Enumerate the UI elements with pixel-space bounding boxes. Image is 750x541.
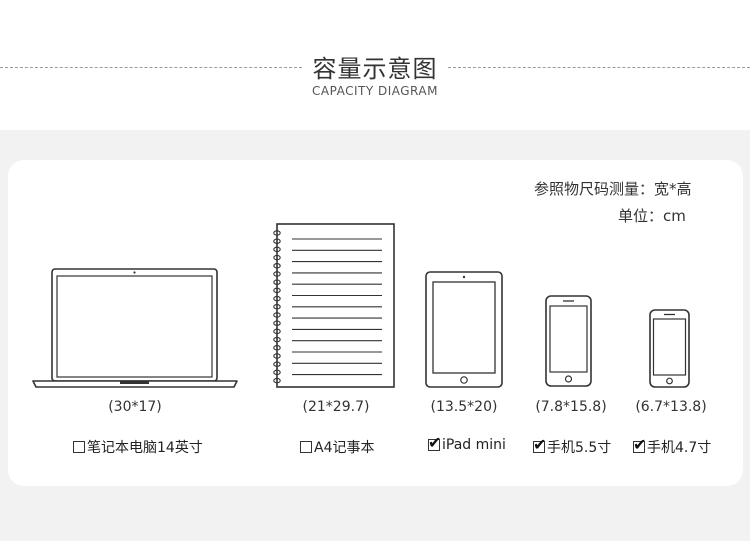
notebook-label: A4记事本	[314, 440, 375, 456]
phone-47-option: ✔ 手机4.7寸	[633, 437, 711, 457]
page-title: 容量示意图	[312, 55, 438, 83]
spiral-ring	[273, 230, 281, 236]
spiral-ring	[273, 238, 281, 244]
tablet-icon	[425, 271, 503, 388]
spiral-ring	[273, 271, 281, 277]
spiral-ring	[273, 320, 281, 326]
phone-icon	[545, 295, 592, 387]
notebook-option: A4记事本	[300, 437, 374, 457]
spiral-ring	[273, 361, 281, 367]
right-dashed-divider	[448, 67, 750, 68]
spiral-ring	[273, 345, 281, 351]
checked-box-icon: ✔	[428, 433, 442, 452]
notebook-dimension: (21*29.7)	[302, 399, 370, 415]
phone-55-dimension: (7.8*15.8)	[535, 399, 607, 415]
header: 容量示意图 CAPACITY DIAGRAM	[0, 0, 750, 130]
checked-box-icon: ✔	[633, 435, 647, 454]
laptop-dimension: (30*17)	[108, 399, 162, 415]
tablet-label: iPad mini	[442, 437, 506, 453]
spiral-ring	[273, 328, 281, 335]
laptop-label: 笔记本电脑14英寸	[87, 440, 203, 456]
measure-note: 参照物尺码测量：宽*高	[534, 180, 692, 198]
phone-icon	[649, 309, 690, 388]
spiral-ring	[273, 287, 281, 294]
spiral-ring	[273, 304, 281, 310]
spiral-ring	[273, 336, 281, 343]
phone-55-label: 手机5.5寸	[547, 440, 612, 456]
tablet-option: ✔ iPad mini	[428, 433, 506, 453]
spiral-ring	[273, 246, 281, 253]
laptop-option: 笔记本电脑14英寸	[73, 437, 203, 457]
spiral-ring	[273, 353, 281, 359]
spiral-ring	[273, 369, 281, 376]
phone-47-label: 手机4.7寸	[647, 440, 712, 456]
unchecked-box-icon	[300, 441, 312, 453]
spiral-ring	[273, 263, 281, 269]
spiral-ring	[273, 295, 281, 302]
spiral-ring	[273, 377, 281, 384]
page-subtitle: CAPACITY DIAGRAM	[312, 84, 438, 98]
checked-box-icon: ✔	[533, 435, 547, 454]
unit-note: 单位：cm	[618, 207, 686, 225]
phone-47-dimension: (6.7*13.8)	[635, 399, 707, 415]
left-dashed-divider	[0, 67, 302, 68]
notebook-icon	[273, 223, 395, 388]
tablet-dimension: (13.5*20)	[430, 399, 498, 415]
spiral-ring	[273, 312, 281, 318]
unchecked-box-icon	[73, 441, 85, 453]
spiral-ring	[273, 279, 281, 285]
spiral-ring	[273, 254, 281, 261]
phone-55-option: ✔ 手机5.5寸	[533, 437, 611, 457]
laptop-icon	[32, 268, 238, 388]
